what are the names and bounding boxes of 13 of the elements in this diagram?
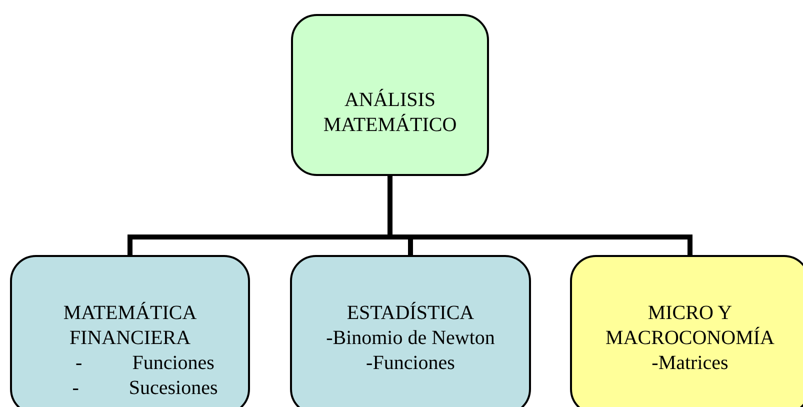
box-heading: ESTADÍSTICA — [346, 301, 474, 326]
box-heading: ANÁLISIS MATEMÁTICO — [322, 88, 458, 138]
rounded-box — [10, 255, 250, 407]
rounded-box — [570, 255, 803, 407]
box-heading: MICRO Y MACROCONOMÍA — [604, 301, 776, 351]
rounded-box — [290, 255, 531, 407]
list-item: -Matrices — [652, 351, 728, 376]
rounded-box — [291, 14, 489, 176]
list-item: -Funciones — [366, 351, 455, 376]
list-item: - Funciones — [74, 351, 214, 376]
box-heading: MATEMÁTICA FINANCIERA — [62, 301, 198, 351]
list-item: -Binomio de Newton — [326, 326, 495, 351]
list-item: - Sucesiones — [71, 376, 218, 401]
